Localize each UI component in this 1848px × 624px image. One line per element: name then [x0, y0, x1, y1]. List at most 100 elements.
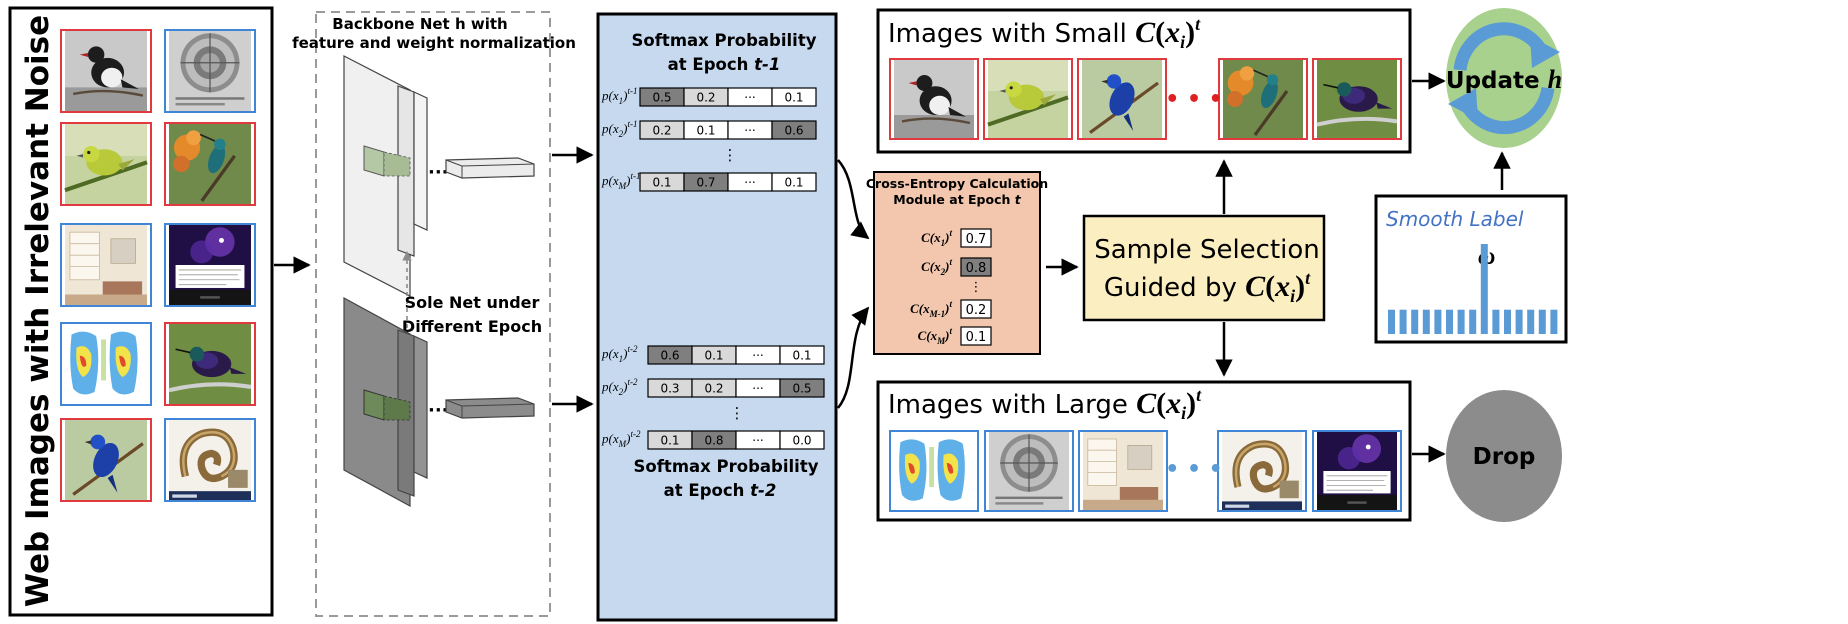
smooth-label-bar [1504, 309, 1511, 334]
web-thumb-purple-nebula [164, 223, 256, 307]
smooth-label-bar [1469, 309, 1477, 334]
web-images-grid [60, 29, 256, 502]
smooth-label-bar [1434, 309, 1442, 334]
prob-cell-value: 0.6 [660, 349, 679, 363]
kernel-projection-dark [383, 395, 411, 421]
large-loss-dots: • • • [1165, 457, 1223, 482]
prob-cell [771, 172, 817, 192]
conv-layer-3 [413, 91, 428, 231]
prob-cell [779, 345, 825, 365]
kernel-projection [383, 151, 411, 177]
ce-value: 0.2 [966, 303, 987, 318]
prob-cell-value: 0.7 [696, 176, 715, 190]
small-thumb-bird-blue [1077, 58, 1167, 140]
small-loss-title: Images with Small C(xi)t [888, 14, 1201, 52]
web-images-title: Web Images with Irrelevant Noise [20, 15, 56, 607]
prob-cell-value: 0.3 [660, 382, 679, 396]
cross-entropy-vdots: ⋮ [970, 280, 983, 295]
ce-row-2: C(xM-1)t 0.2 [910, 299, 992, 319]
web-thumb-hummingbird-orange [164, 122, 256, 206]
softmax-bottom-vdots: ⋮ [730, 404, 745, 422]
small-thumb-hummingbird-orange [1218, 58, 1308, 140]
softmax-row-label: p(x1)t-1 [601, 86, 637, 106]
sample-selection-line2: Guided by C(xi)t [1104, 268, 1311, 306]
smooth-label-bar [1527, 309, 1535, 334]
small-thumb-bird-black-white [889, 58, 979, 140]
sole-net-label-line2: Different Epoch [402, 317, 542, 336]
drop-label: Drop [1473, 444, 1536, 470]
prob-cell-value: 0.2 [652, 124, 671, 138]
ce-value: 0.8 [966, 261, 987, 276]
web-thumb-bird-yellow-green [60, 122, 152, 206]
update-label: Update h [1446, 65, 1562, 94]
large-loss-panel: Images with Large C(xi)t • • • [876, 380, 1412, 522]
sample-selection-box: Sample Selection Guided by C(xi)t [1082, 214, 1326, 322]
fc-layer-bottom [445, 397, 535, 419]
softmax-top-title-line2: at Epoch t-1 [668, 55, 781, 74]
smooth-label-bar [1550, 309, 1558, 334]
softmax-top-vdots: ⋮ [723, 146, 738, 164]
web-thumb-ornament-stamp [164, 418, 256, 502]
prob-cell-value: ··· [752, 434, 763, 448]
smooth-label-bar [1480, 244, 1488, 334]
softmax-row-label: p(x2)t-1 [601, 119, 637, 139]
large-thumb-dial-gauge [984, 430, 1074, 512]
smooth-label-bar [1492, 309, 1500, 334]
cross-entropy-title-line2: Module at Epoch t [893, 192, 1021, 207]
small-loss-dots: • • • [1165, 87, 1223, 112]
softmax-rows: p(x1)t-1 0.5 0.2 ··· 0.1 p(x2)t-1 0.2 0.1 ··· 0.6… [601, 86, 825, 450]
small-loss-thumbnails [889, 58, 1402, 140]
prob-cell-value: 0.5 [792, 382, 811, 396]
ce-value-box [960, 299, 992, 319]
smooth-label-title: Smooth Label [1386, 207, 1524, 231]
backbone-title-line2: feature and weight normalization [292, 34, 576, 52]
smooth-label-panel: Smooth Label ω [1374, 194, 1568, 344]
small-thumb-bird-yellow-green [983, 58, 1073, 140]
cross-entropy-frame [873, 171, 1041, 355]
web-thumb-bird-black-white [60, 29, 152, 113]
prob-cell-value: ··· [752, 382, 763, 396]
smooth-label-bar [1538, 309, 1546, 334]
backbone-panel: Backbone Net h with feature and weight n… [292, 11, 576, 617]
ce-row-label: C(xM-1)t [910, 299, 952, 319]
sample-selection-frame [1082, 214, 1326, 322]
large-loss-title: Images with Large C(xi)t [888, 385, 1202, 423]
ce-value: 0.1 [966, 330, 987, 345]
softmax-row-label: p(xM)t-2 [601, 429, 641, 449]
softmax-panel: Softmax Probability at Epoch t-1 p(x1)t-… [596, 12, 838, 622]
smooth-label-bar [1515, 309, 1523, 334]
conv-layer-3-dark [413, 335, 428, 479]
prob-cell-value: 0.2 [704, 382, 723, 396]
sample-selection-line1: Sample Selection [1094, 235, 1320, 265]
prob-cell-value: 0.1 [660, 434, 679, 448]
web-thumb-dial-gauge [164, 29, 256, 113]
large-thumb-purple-nebula [1312, 430, 1402, 512]
softmax-row-label: p(x1)t-2 [601, 344, 638, 364]
prob-cell-value: ··· [744, 91, 755, 105]
softmax-bottom-title-line1: Softmax Probability [634, 457, 819, 476]
sole-net-label-line1: Sole Net under [405, 293, 540, 312]
prob-cell-value: 0.1 [792, 349, 811, 363]
softmax-frame [596, 12, 838, 622]
prob-cell-value: 0.2 [696, 91, 715, 105]
prob-cell-value: 0.0 [792, 434, 811, 448]
ce-row-label: C(x1)t [921, 228, 952, 248]
prob-cell-value: 0.8 [704, 434, 723, 448]
ce-value-box [960, 228, 992, 248]
prob-cell [771, 120, 817, 140]
softmax-row-label: p(xM)t-1 [601, 171, 640, 191]
prob-cell [771, 87, 817, 107]
web-thumb-bird-blue [60, 418, 152, 502]
network-dots-top: ··· [428, 162, 449, 183]
smooth-label-bar [1399, 309, 1407, 334]
update-node: Update h [1446, 8, 1562, 148]
ce-value: 0.7 [966, 232, 987, 247]
smooth-label-bar [1422, 309, 1430, 334]
prob-cell [779, 430, 825, 450]
